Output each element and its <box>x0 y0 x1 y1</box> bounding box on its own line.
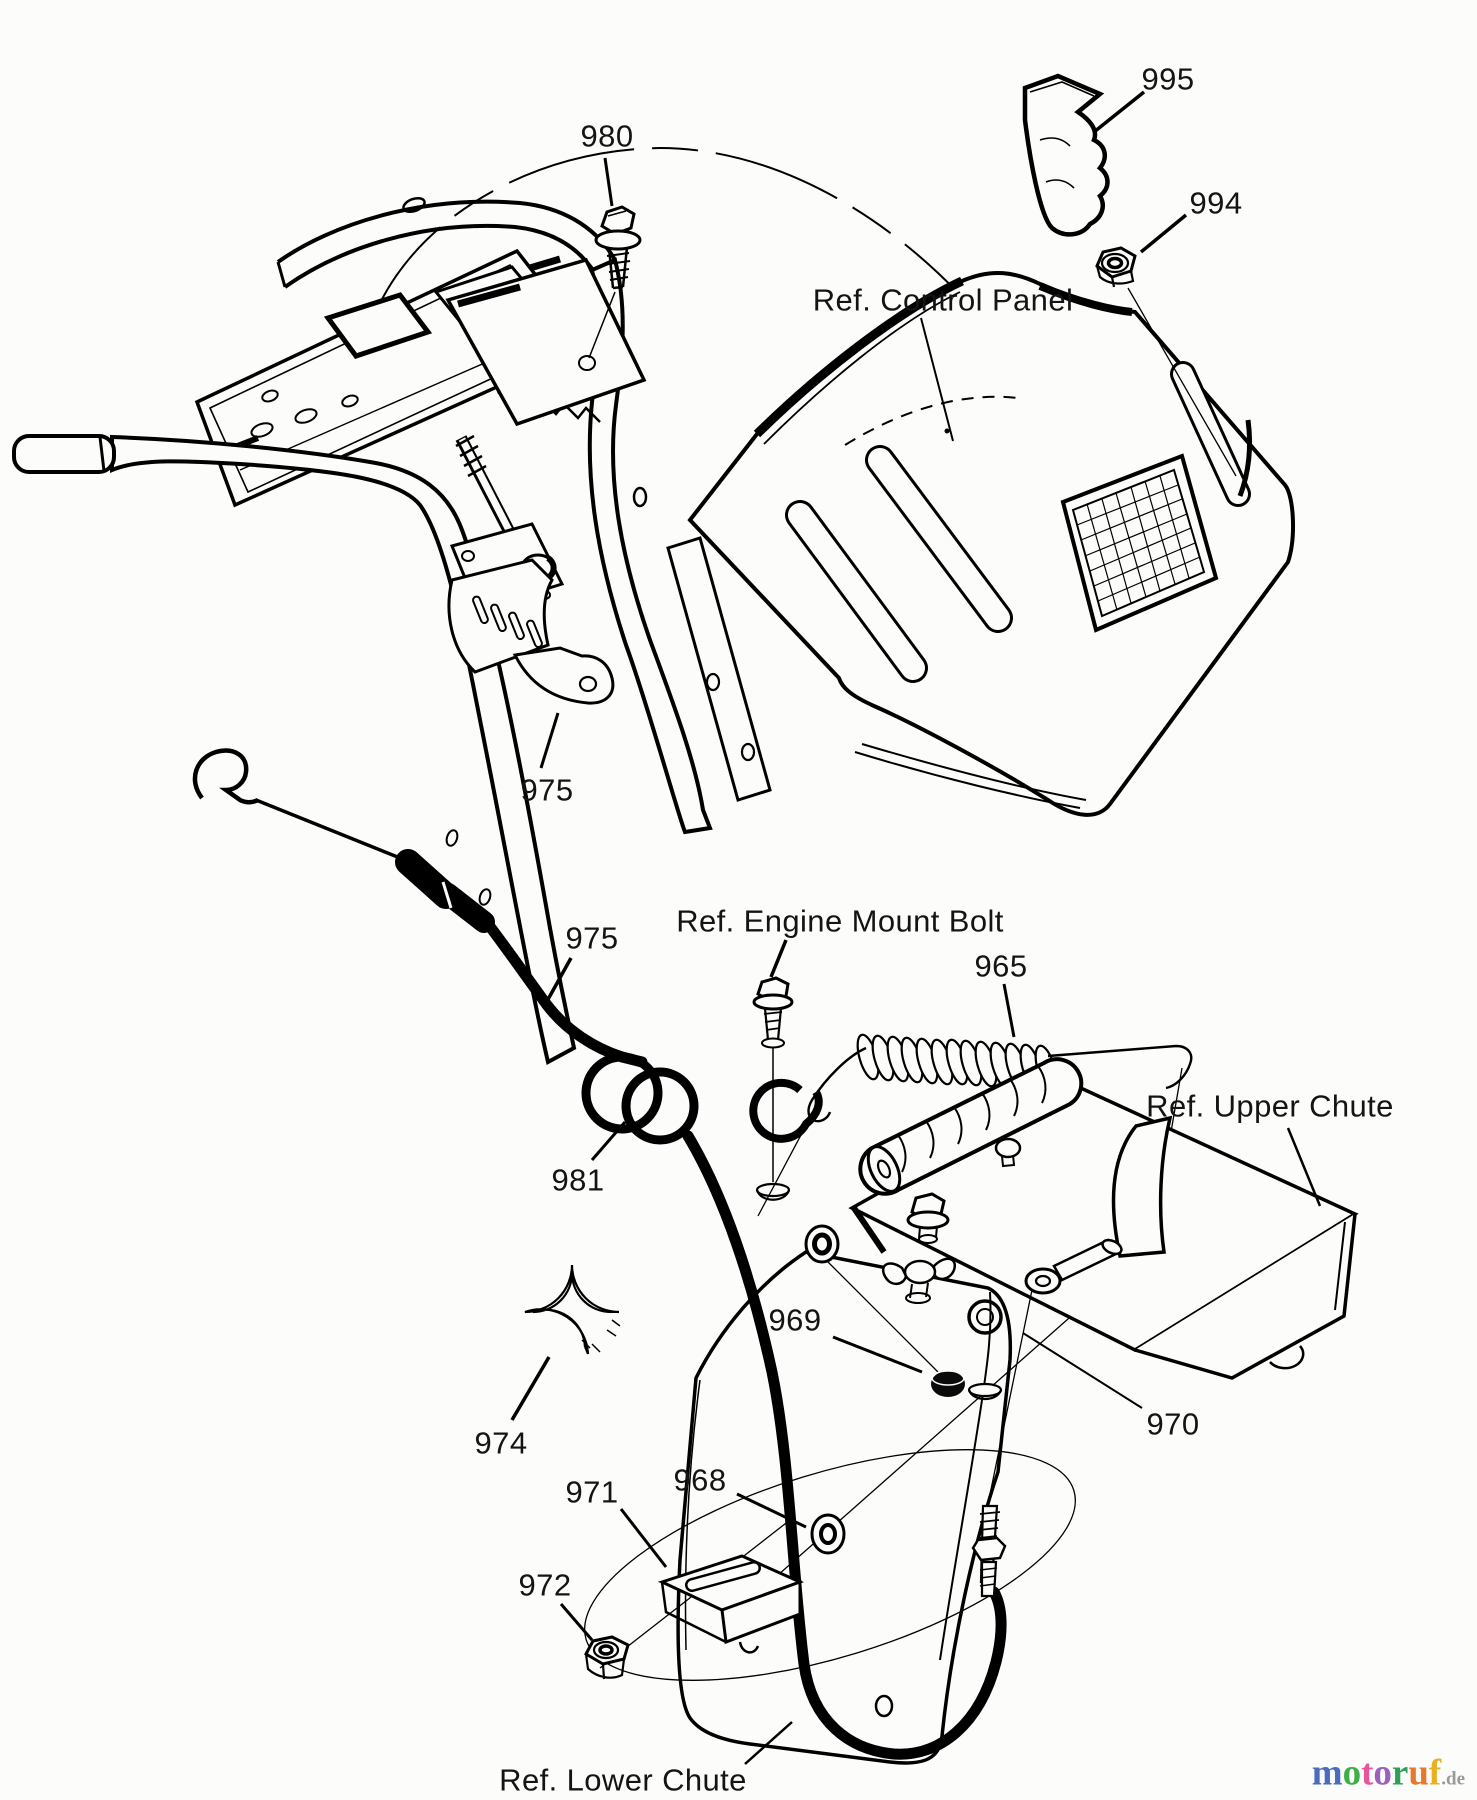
hex-nut-994 <box>1095 246 1137 288</box>
control-panel <box>687 270 1295 817</box>
part-label-975-cable: 975 <box>565 920 619 956</box>
part-label-994: 994 <box>1189 185 1243 221</box>
part-label-981: 981 <box>551 1162 605 1198</box>
ref-label-engine-mount-bolt: Ref. Engine Mount Bolt <box>676 903 1004 939</box>
part-label-969: 969 <box>768 1302 822 1338</box>
clip-971 <box>657 1554 805 1654</box>
part-label-974: 974 <box>474 1425 528 1461</box>
part-label-965: 965 <box>974 948 1028 984</box>
part-label-995: 995 <box>1141 61 1195 97</box>
logo-letter: t <box>1361 1752 1374 1794</box>
chute-cable-lower <box>682 1130 1007 1760</box>
logo-letter: m <box>1311 1752 1343 1794</box>
washer-968 <box>810 1513 846 1555</box>
part-label-970: 970 <box>1146 1406 1200 1442</box>
part-label-968: 968 <box>673 1462 727 1498</box>
push-cap-969 <box>931 1370 965 1397</box>
chute-crank-lever <box>447 434 615 705</box>
handlebar-upper-tube <box>276 196 617 289</box>
logo-suffix: .de <box>1441 1768 1465 1790</box>
motoruf-logo: motoruf.de <box>1312 1755 1465 1792</box>
part-label-980: 980 <box>580 118 634 154</box>
hex-bolt-980 <box>594 205 642 290</box>
engine-mount-bolt <box>752 976 794 1201</box>
control-panel-mount-plate <box>194 248 647 508</box>
ref-label-upper-chute: Ref. Upper Chute <box>1146 1088 1394 1124</box>
cable-loop-981 <box>581 1052 823 1145</box>
part-label-972: 972 <box>518 1567 572 1603</box>
leader-lines <box>510 90 1322 1765</box>
pivot-bolt-970 <box>967 1238 1123 1335</box>
hex-nut-972 <box>583 1635 630 1680</box>
chute-cable <box>192 748 648 1068</box>
handle-grip-995 <box>1022 73 1110 237</box>
part-label-971: 971 <box>565 1474 619 1510</box>
logo-letter: f <box>1428 1752 1442 1794</box>
logo-letter: o <box>1342 1752 1362 1794</box>
handlebar-front-tube <box>12 434 577 1065</box>
logo-letter: o <box>1373 1752 1392 1794</box>
part-label-975-lever: 975 <box>520 772 574 808</box>
logo-letter: r <box>1391 1752 1409 1794</box>
lower-chute <box>676 1250 1013 1765</box>
cable-adjuster <box>967 1289 1033 1598</box>
snap-ring-974 <box>524 1264 621 1355</box>
panel-side-bracket <box>666 536 772 802</box>
ref-label-lower-chute: Ref. Lower Chute <box>499 1762 747 1798</box>
logo-letter: u <box>1408 1752 1429 1794</box>
ref-label-control-panel: Ref. Control Panel <box>812 282 1074 318</box>
upper-chute-bracket <box>804 1057 1359 1380</box>
